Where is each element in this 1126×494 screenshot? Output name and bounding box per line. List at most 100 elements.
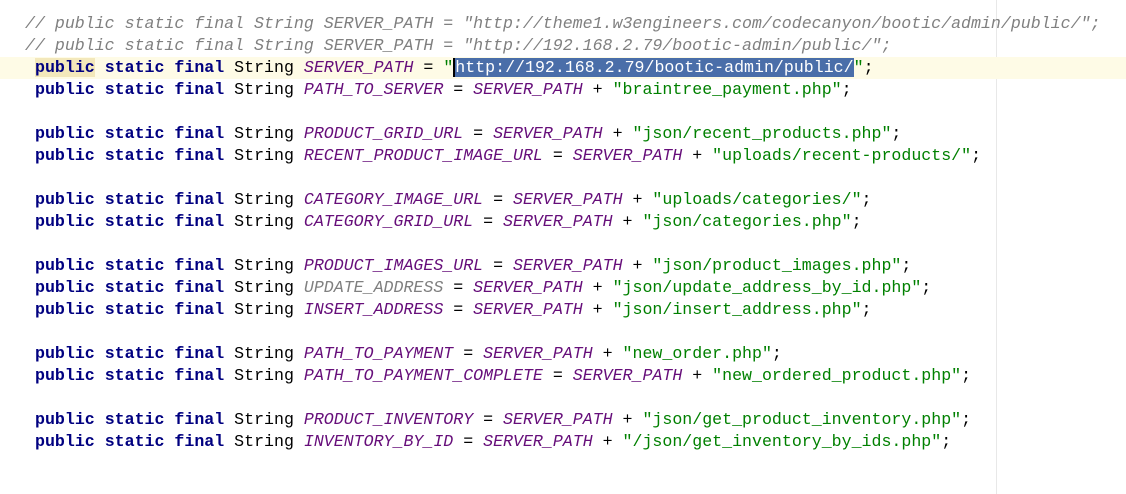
code-line[interactable]: public static final String PATH_TO_PAYME… (0, 365, 1126, 387)
field-token: SERVER_PATH (513, 190, 623, 209)
field-token: CATEGORY_GRID_URL (303, 212, 474, 231)
kw-token: public static final (35, 366, 225, 385)
code-line[interactable]: public static final String PRODUCT_GRID_… (0, 123, 1126, 145)
field-token: SERVER_PATH (513, 256, 623, 275)
blank-line[interactable] (0, 167, 1126, 189)
comment-line[interactable]: // public static final String SERVER_PAT… (0, 35, 1126, 57)
op-token: = (473, 410, 504, 429)
str-token: "/json/get_inventory_by_ids.php" (622, 432, 942, 451)
op-token: = (443, 278, 474, 297)
str-token: "json/recent_products.php" (632, 124, 892, 143)
code-editor[interactable]: // public static final String SERVER_PAT… (0, 13, 1126, 453)
field-token: SERVER_PATH (503, 410, 613, 429)
code-line[interactable]: public static final String UPDATE_ADDRES… (0, 277, 1126, 299)
str-token: "json/insert_address.php" (612, 300, 862, 319)
str-token: " (443, 58, 454, 77)
code-line[interactable]: public static final String INSERT_ADDRES… (0, 299, 1126, 321)
str-token: " (853, 58, 864, 77)
kw-token: public static final (35, 190, 225, 209)
code-line[interactable]: public static final String PRODUCT_IMAGE… (0, 255, 1126, 277)
str-token: "new_order.php" (622, 344, 772, 363)
str-token: "uploads/categories/" (652, 190, 862, 209)
op-token: + (592, 344, 623, 363)
op-token: + (582, 300, 613, 319)
kw-token: public static final (35, 278, 225, 297)
code-line[interactable]: public static final String CATEGORY_GRID… (0, 211, 1126, 233)
type-token: String (224, 146, 304, 165)
op-token: ; (921, 278, 932, 297)
op-token: = (463, 124, 494, 143)
code-line[interactable]: public static final String SERVER_PATH =… (0, 57, 1126, 79)
code-line[interactable]: public static final String PRODUCT_INVEN… (0, 409, 1126, 431)
field-token: SERVER_PATH (303, 58, 414, 77)
op-token: = (473, 212, 504, 231)
code-line[interactable]: public static final String PATH_TO_PAYME… (0, 343, 1126, 365)
kw-token: public static final (35, 300, 225, 319)
op-token: + (582, 80, 613, 99)
str-token: "new_ordered_product.php" (712, 366, 962, 385)
op-token: + (602, 124, 633, 143)
comment-line[interactable]: // public static final String SERVER_PAT… (0, 13, 1126, 35)
op-token: = (443, 300, 474, 319)
field-token: RECENT_PRODUCT_IMAGE_URL (303, 146, 543, 165)
kw-token: static final (104, 58, 225, 77)
field-token: PATH_TO_PAYMENT (303, 344, 454, 363)
str-token: "uploads/recent-products/" (712, 146, 972, 165)
str-token: "json/get_product_inventory.php" (642, 410, 962, 429)
code-line[interactable]: public static final String RECENT_PRODUC… (0, 145, 1126, 167)
op-token: = (413, 58, 444, 77)
kw-token: public static final (35, 80, 225, 99)
op-token: = (483, 190, 513, 209)
op-token: + (592, 432, 623, 451)
type-token: String (224, 124, 304, 143)
op-token: = (542, 366, 573, 385)
selected-text: http://192.168.2.79/bootic-admin/public/ (453, 58, 854, 77)
op-token: ; (861, 300, 872, 319)
op-token: + (622, 190, 653, 209)
kw-token: public (35, 58, 95, 77)
str-token: "json/categories.php" (642, 212, 852, 231)
blank-line[interactable] (0, 321, 1126, 343)
field-token: INVENTORY_BY_ID (303, 432, 454, 451)
kw-token: public static final (35, 410, 225, 429)
blank-line[interactable] (0, 233, 1126, 255)
op-token: = (542, 146, 573, 165)
kw-token: public static final (35, 212, 225, 231)
code-line[interactable]: public static final String CATEGORY_IMAG… (0, 189, 1126, 211)
type-token: String (224, 278, 304, 297)
op-token: = (483, 256, 513, 275)
field-token: SERVER_PATH (572, 366, 683, 385)
cmt-token: // public static final String SERVER_PAT… (25, 14, 1101, 33)
op-token: ; (961, 410, 972, 429)
type-token: String (224, 212, 304, 231)
field-token: INSERT_ADDRESS (303, 300, 444, 319)
op-token: + (612, 212, 643, 231)
field-token: CATEGORY_IMAGE_URL (303, 190, 484, 209)
code-line[interactable]: public static final String PATH_TO_SERVE… (0, 79, 1126, 101)
field-token: PATH_TO_PAYMENT_COMPLETE (303, 366, 543, 385)
op-token: = (453, 344, 484, 363)
type-token: String (224, 80, 304, 99)
field-token: SERVER_PATH (473, 80, 583, 99)
op-token: ; (771, 344, 782, 363)
field-token: SERVER_PATH (483, 344, 593, 363)
op-token: ; (961, 366, 972, 385)
str-token: "json/update_address_by_id.php" (612, 278, 922, 297)
op-token: ; (861, 190, 872, 209)
field-token: SERVER_PATH (572, 146, 683, 165)
blank-line[interactable] (0, 101, 1126, 123)
type-token: String (224, 344, 304, 363)
field-token: SERVER_PATH (493, 124, 603, 143)
field-token: PRODUCT_GRID_URL (303, 124, 464, 143)
op-token: + (612, 410, 643, 429)
op-token (95, 58, 105, 77)
field-token: PRODUCT_IMAGES_URL (303, 256, 484, 275)
op-token: ; (891, 124, 902, 143)
type-token: String (224, 256, 304, 275)
field-token: SERVER_PATH (473, 278, 583, 297)
code-line[interactable]: public static final String INVENTORY_BY_… (0, 431, 1126, 453)
cmt-token: // public static final String SERVER_PAT… (25, 36, 892, 55)
blank-line[interactable] (0, 387, 1126, 409)
type-token: String (224, 58, 304, 77)
op-token: ; (841, 80, 852, 99)
